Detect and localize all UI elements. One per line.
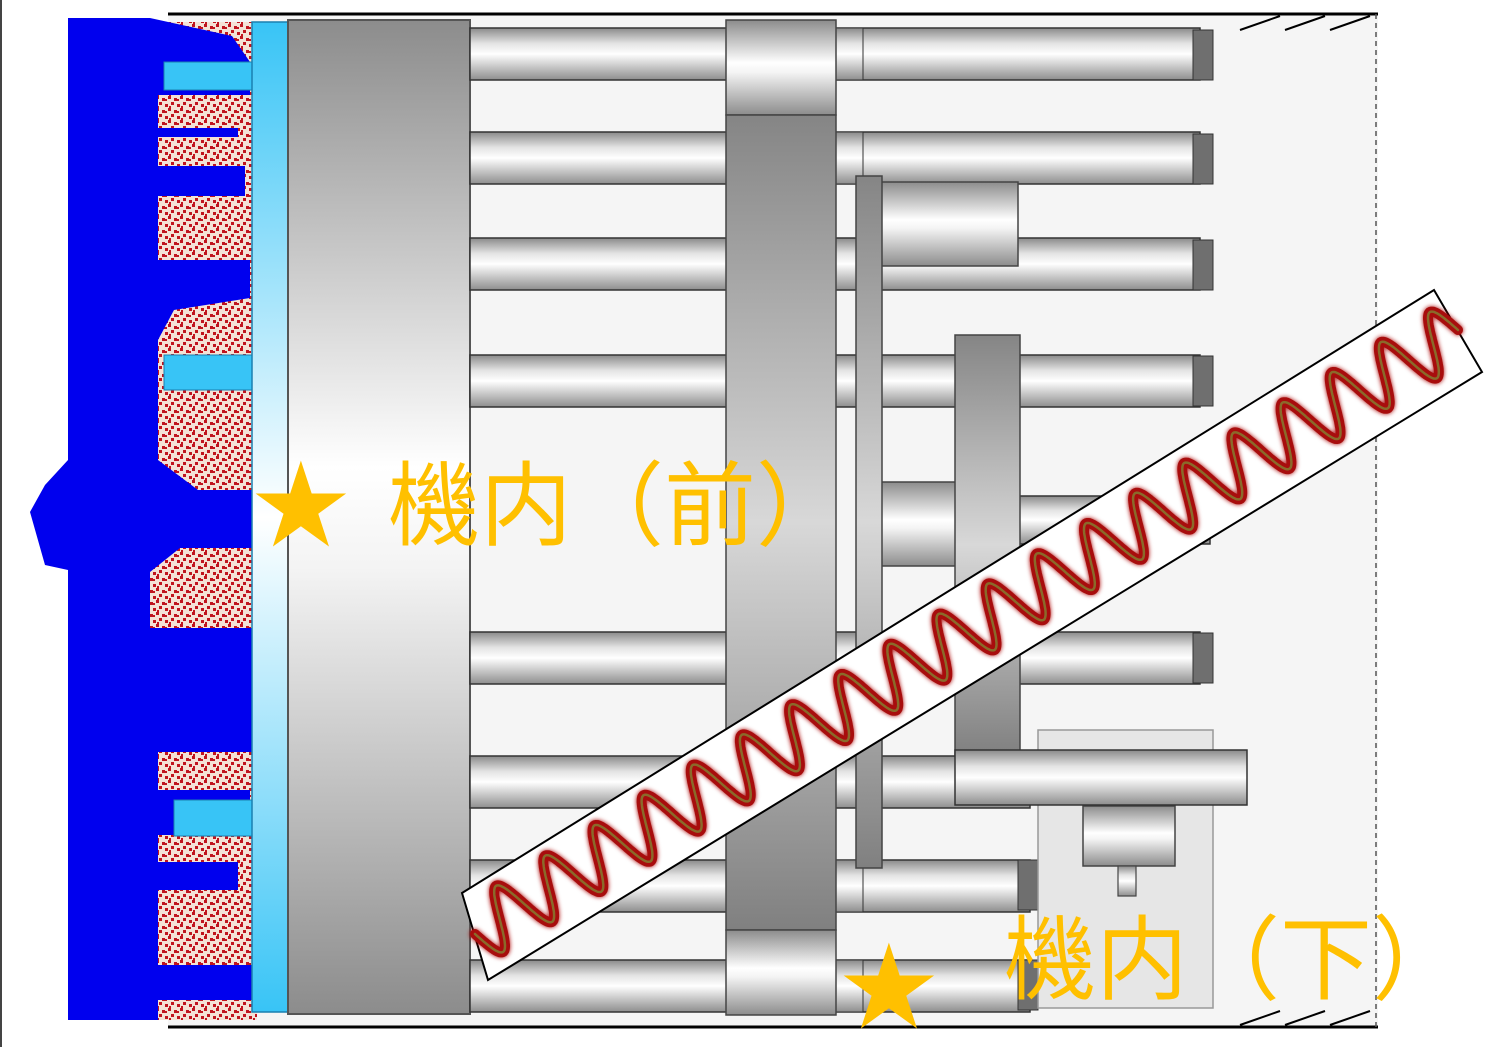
ejector-plate bbox=[855, 175, 883, 869]
tie-rod-nuts bbox=[1017, 29, 1214, 1011]
cyan-platen bbox=[251, 21, 291, 1013]
blue-mold-part bbox=[30, 18, 258, 1020]
cyan-spacers bbox=[163, 61, 255, 837]
label-bottom-text: 機内（下） bbox=[1004, 907, 1464, 1014]
rod-collars bbox=[834, 27, 864, 1013]
secondary-plate bbox=[954, 334, 1021, 756]
star-icon: ★ bbox=[836, 918, 942, 1047]
motor-housing bbox=[954, 729, 1248, 1009]
label-front: ★ 機内（前） bbox=[248, 436, 848, 574]
label-bottom: ★ 機内（下） bbox=[836, 907, 1464, 1047]
main-drum bbox=[287, 19, 471, 1015]
star-icon: ★ bbox=[248, 436, 354, 574]
label-front-text: 機内（前） bbox=[388, 453, 848, 560]
heater-band bbox=[460, 288, 1484, 982]
